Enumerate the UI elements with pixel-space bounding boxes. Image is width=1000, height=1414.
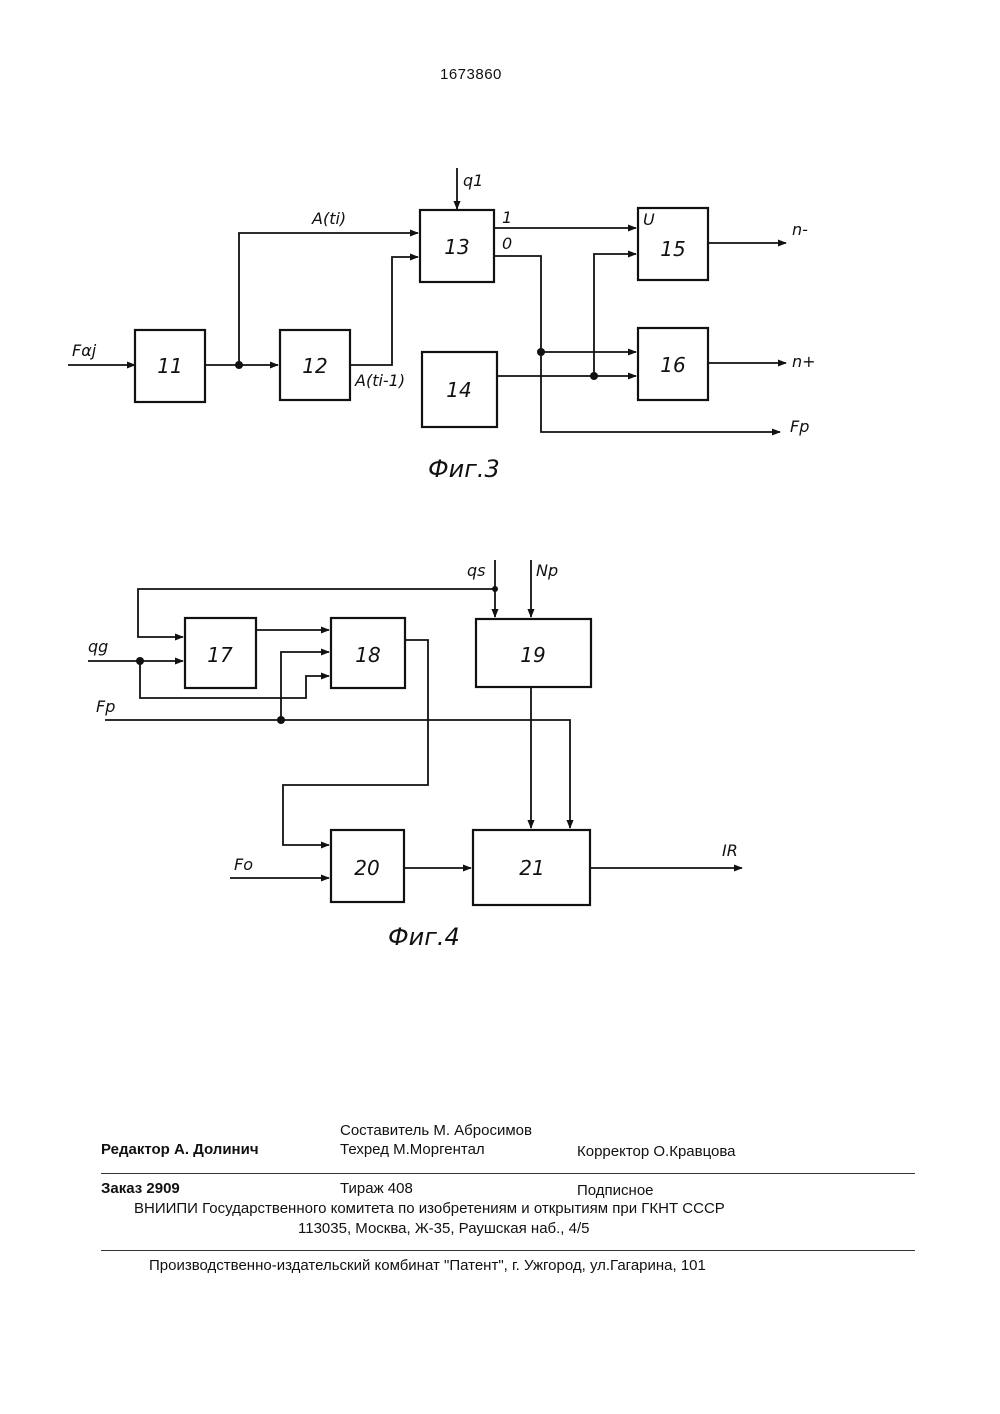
imprint-address: 113035, Москва, Ж-35, Раушская наб., 4/5 — [298, 1220, 590, 1237]
fig3-q1-label: q1 — [463, 171, 483, 190]
imprint-circulation: Тираж 408 — [340, 1180, 413, 1197]
imprint-subscription: Подписное — [577, 1182, 654, 1199]
imprint-techred: Техред М.Моргентал — [340, 1141, 485, 1158]
fig3-caption: Фиг.3 — [428, 455, 500, 483]
fig4-fp-label: Fp — [96, 697, 115, 716]
fig3-junction-14 — [590, 372, 598, 380]
fig4-qs-label: qs — [467, 561, 486, 580]
figures-drawing: 11 12 13 14 15 16 Fαj A(ti) A(ti-1) q1 1… — [0, 0, 1000, 1000]
fig3-input-label: Fαj — [72, 341, 97, 360]
fig3-block-15-label: 15 — [660, 237, 685, 261]
imprint-order: Заказ 2909 — [101, 1180, 180, 1197]
fig4-np-label: Np — [536, 561, 558, 580]
figure-3: 11 12 13 14 15 16 Fαj A(ti) A(ti-1) q1 1… — [68, 168, 816, 483]
fig4-block-17-label: 17 — [207, 643, 233, 667]
imprint-corrector: Корректор О.Кравцова — [577, 1143, 736, 1160]
imprint-rule-top — [101, 1173, 915, 1174]
fig3-block-12-label: 12 — [302, 354, 327, 378]
imprint-publisher: Производственно-издательский комбинат "П… — [149, 1257, 706, 1274]
fig4-qg-label: qg — [88, 637, 108, 656]
fig3-n-minus-label: n- — [792, 220, 808, 239]
fig3-block-11-label: 11 — [157, 354, 182, 378]
fig4-block-21-label: 21 — [519, 856, 544, 880]
fig4-caption: Фиг.4 — [388, 923, 460, 951]
fig3-u-label: U — [643, 210, 655, 229]
fig3-fp-label: Fp — [790, 417, 809, 436]
fig3-n-plus-label: n+ — [792, 352, 816, 371]
fig4-line-fp-21 — [105, 720, 570, 828]
fig3-a-ti-label: A(ti) — [311, 209, 346, 228]
fig4-line-fp-18 — [281, 652, 329, 720]
fig3-out1-label: 1 — [502, 208, 512, 227]
figure-4: 17 18 19 20 21 qs Np qg Fp Fo IR Фиг.4 — [88, 560, 742, 951]
imprint-institute: ВНИИПИ Государственного комитета по изоб… — [134, 1200, 725, 1217]
fig3-block-14-label: 14 — [446, 378, 471, 402]
fig4-block-19-label: 19 — [520, 643, 545, 667]
imprint-editor: Редактор А. Долинич — [101, 1141, 259, 1158]
fig4-block-18-label: 18 — [355, 643, 380, 667]
fig3-a-ti1-label: A(ti-1) — [354, 371, 405, 390]
fig3-block-16-label: 16 — [660, 353, 685, 377]
fig4-fo-label: Fo — [234, 855, 253, 874]
fig3-junction-out0 — [537, 348, 545, 356]
fig3-out0-label: 0 — [502, 234, 512, 253]
fig4-junction-qs — [492, 586, 498, 592]
fig4-block-20-label: 20 — [354, 856, 379, 880]
fig4-ir-label: IR — [722, 841, 738, 860]
imprint-compiler: Составитель М. Абросимов — [340, 1122, 532, 1139]
fig3-block-13-label: 13 — [444, 235, 469, 259]
imprint-rule-bottom — [101, 1250, 915, 1251]
fig3-line-a-ti1 — [350, 257, 418, 365]
fig3-line-14-15 — [594, 254, 636, 376]
